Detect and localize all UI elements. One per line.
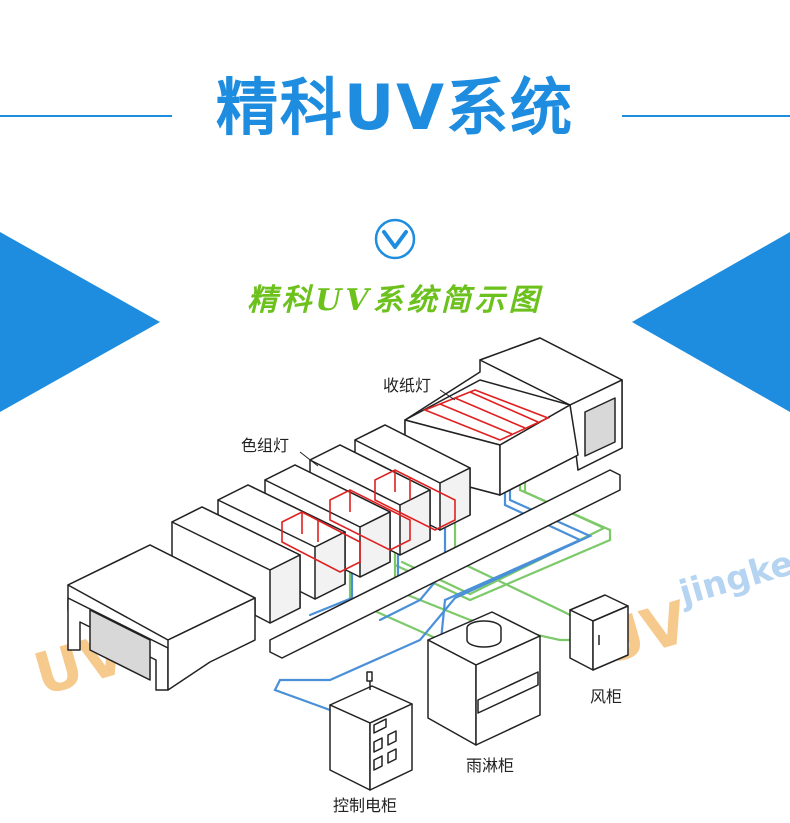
label-air-cabinet: 风柜 [590, 687, 623, 706]
page-title: 精科UV系统 [215, 71, 575, 144]
diagram-title: 精科UV系统简示图 [247, 283, 543, 318]
label-color-unit-lamp: 色组灯 [241, 436, 290, 455]
machine-base [269, 469, 621, 659]
chevron-down-icon [374, 218, 416, 260]
left-triangle-decoration [0, 232, 160, 412]
control-cabinet [329, 671, 413, 791]
delivery-unit [404, 337, 623, 496]
air-cabinet [569, 594, 629, 671]
spray-cabinet [427, 611, 541, 746]
svg-text:jingke: jingke [673, 543, 790, 614]
color-unit-lamps [281, 469, 456, 573]
label-spray-cabinet: 雨淋柜 [466, 756, 515, 775]
label-control-cabinet: 控制电柜 [333, 796, 398, 815]
paper-delivery-lamp [422, 389, 551, 441]
leader-delivery-lamp [439, 389, 456, 401]
label-paper-delivery-lamp: 收纸灯 [383, 376, 432, 395]
right-triangle-decoration [632, 232, 790, 412]
leader-color-unit [299, 451, 319, 467]
feeder-unit [67, 544, 256, 691]
